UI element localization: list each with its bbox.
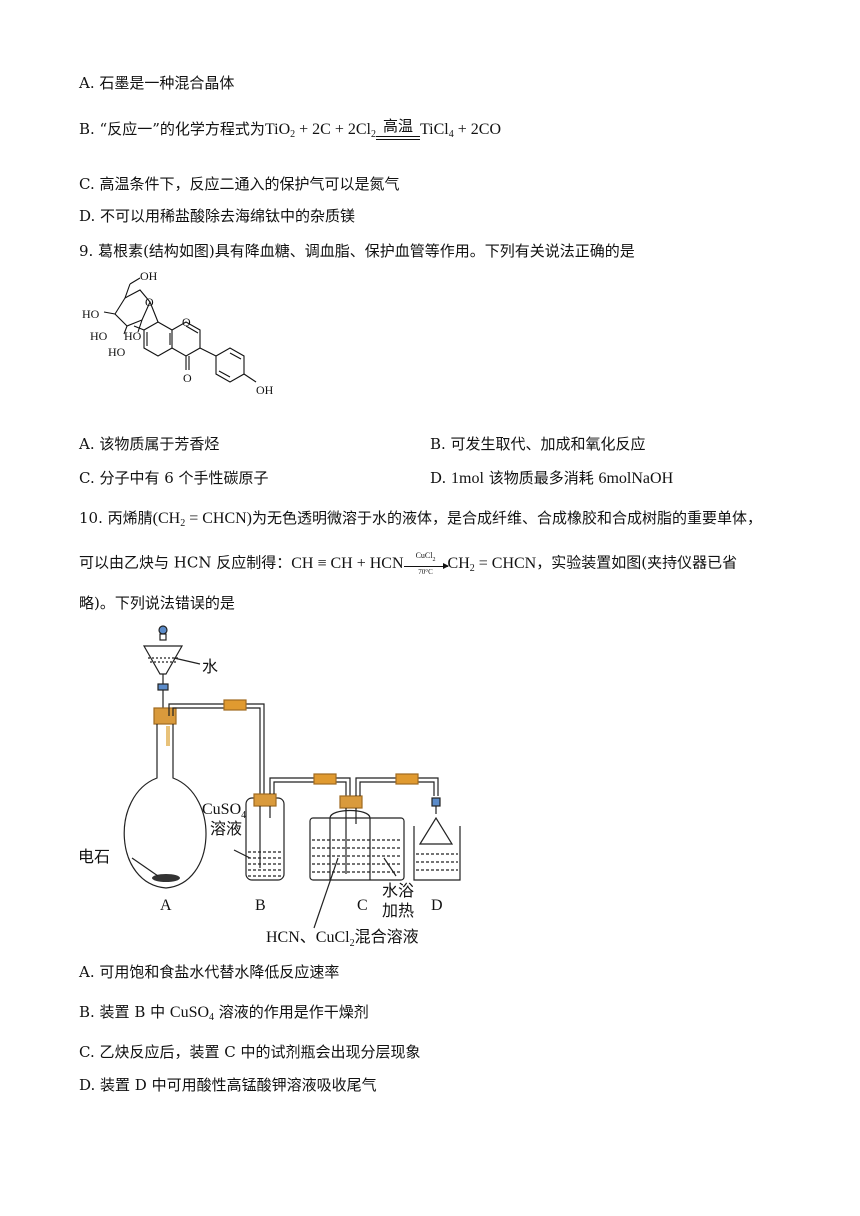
q10-fig-solution: 溶液 [210, 820, 242, 838]
q8-eq-ticl: TiCl [419, 121, 449, 138]
q10-eq-rhs-rest: = CHCN [474, 554, 537, 572]
q10-fig-label-c: C [357, 897, 368, 914]
q10-fig-cuso4: CuSO4 [202, 801, 246, 821]
q9-label-o-pyran: O [182, 315, 191, 329]
q8-option-c: C. 高温条件下，反应二通入的保护气可以是氮气 [79, 175, 400, 193]
q9-option-a: A. 该物质属于芳香烃 [79, 435, 220, 453]
q9-label-ho-left: HO [82, 307, 100, 321]
q8-option-d: D. 不可以用稀盐酸除去海绵钛中的杂质镁 [79, 207, 356, 225]
q10-fig-bath2: 加热 [382, 902, 414, 920]
q9-option-d-naoh: 6molNaOH [598, 470, 674, 487]
q10-eq-lhs: CH ≡ CH + HCN [291, 554, 404, 572]
q10-fig-label-b: B [255, 897, 266, 914]
q10-acrylonitrile-ch: CH [157, 510, 181, 527]
q10-eq-rhs: CH [447, 554, 470, 572]
q10-line2-a: 可以由乙炔与 HCN 反应制得： [79, 553, 292, 572]
q8-option-a: A. 石墨是一种混合晶体 [79, 74, 235, 92]
q8-eq-tio: TiO [264, 121, 291, 138]
q10-acrylonitrile-rest: = CHCN [185, 510, 247, 527]
q10-stem-a: 10. 丙烯腈 [79, 509, 153, 527]
q8-eq-lhs-rest: + 2C + 2Cl [295, 121, 371, 138]
q9-option-b: B. 可发生取代、加成和氧化反应 [430, 435, 646, 453]
q9-option-c: C. 分子中有 6 个手性碳原子 [79, 469, 269, 487]
q10-option-c: C. 乙炔反应后，装置 C 中的试剂瓶会出现分层现象 [79, 1043, 421, 1061]
q8-eq-rhs-rest: + 2CO [453, 121, 501, 138]
q9-label-ho1: HO [90, 329, 108, 343]
q10-option-b: B. 装置 B 中 CuSO4 溶液的作用是作干燥剂 [79, 1001, 369, 1029]
q8-option-b-prefix: B. “反应一”的化学方程式为 [79, 120, 265, 138]
q10-fig-carbide: 电石 [78, 848, 110, 866]
q8-eq-condition-text: 高温 [382, 119, 413, 135]
q9-label-ho2: HO [124, 329, 142, 343]
q9-option-d-mol: 1mol [451, 470, 484, 487]
q10-option-a: A. 可用饱和食盐水代替水降低反应速率 [79, 963, 340, 981]
q10-fig-label-a: A [160, 897, 172, 914]
q10-acrylonitrile: (CH2 = CHCN) [152, 510, 252, 529]
q10-line2-b: ，实验装置如图(夹持仪器已省 [536, 553, 738, 572]
q10-option-b-a: B. 装置 B 中 [79, 1003, 170, 1021]
q10-option-b-b: 溶液的作用是作干燥剂 [214, 1003, 369, 1021]
q8-eq-condition: 高温 [375, 118, 420, 146]
q10-option-d: D. 装置 D 中可用酸性高锰酸钾溶液吸收尾气 [79, 1076, 377, 1094]
q10-apparatus: 水 CuSO4 溶液 电石 A B C D 水浴 加热 HCN、CuCl2混合溶… [78, 625, 461, 948]
q10-fig-mixture: HCN、CuCl2混合溶液 [266, 928, 419, 948]
q9-option-d: D. 1mol 该物质最多消耗 6molNaOH [430, 467, 673, 490]
q10-fig-water: 水 [202, 658, 218, 676]
q10-stem-line1: 10. 丙烯腈(CH2 = CHCN)为无色透明微溶于水的液体，是合成纤维、合成… [79, 507, 762, 535]
q10-eq-cat: CuCl [415, 551, 433, 560]
q9-label-o-ring: O [145, 295, 154, 309]
q10-stem-b: 为无色透明微溶于水的液体，是合成纤维、合成橡胶和合成树脂的重要单体， [252, 509, 763, 527]
q9-option-d-prefix: D. [430, 469, 452, 487]
q9-option-d-mid: 该物质最多消耗 [483, 469, 599, 487]
q9-label-ho-ring: HO [108, 345, 126, 359]
q9-stem: 9. 葛根素(结构如图)具有降血糖、调血脂、保护血管等作用。下列有关说法正确的是 [79, 242, 635, 260]
q10-fig-label-d: D [431, 897, 443, 914]
q9-structure: OH O HO HO HO HO O O OH [82, 270, 274, 397]
q10-stem-line3: 略)。下列说法错误的是 [79, 594, 235, 612]
q10-eq-temp: 70°C [418, 568, 433, 576]
q9-label-oh-top: OH [140, 270, 158, 283]
q10-fig-bath1: 水浴 [382, 882, 414, 900]
q10-option-b-formula: CuSO4 [169, 1004, 215, 1023]
q9-label-oh-right: OH [256, 383, 274, 397]
q9-label-ketone: O [183, 371, 192, 385]
